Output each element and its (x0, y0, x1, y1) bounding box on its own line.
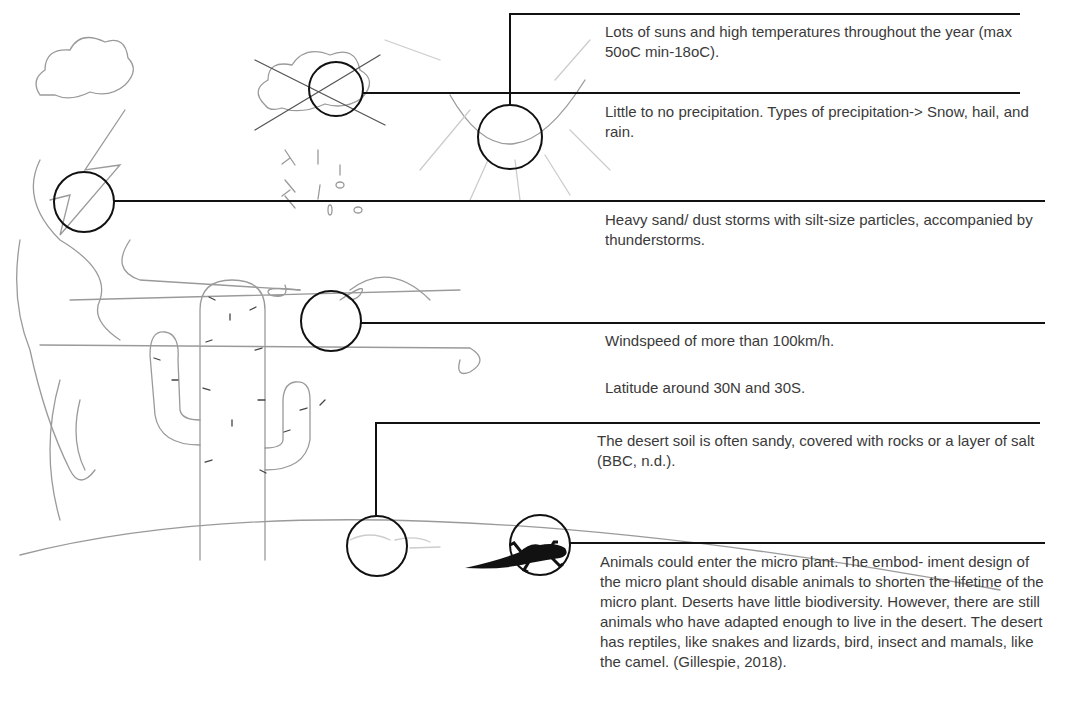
annotation-text: Latitude around 30N and 30S. (605, 378, 1045, 398)
rain-cloud-sketch (258, 52, 369, 111)
cactus-arm (265, 382, 310, 470)
sun-sketch (450, 80, 585, 144)
wind-sketch (40, 345, 480, 374)
cactus-spines (154, 297, 325, 473)
leader-line (363, 92, 1020, 94)
leader-line (361, 322, 1045, 324)
annotation-text: Windspeed of more than 100km/h. (605, 331, 1045, 351)
wind-sketch (122, 240, 300, 290)
wind-sketch (33, 160, 120, 340)
leader-line (114, 200, 1045, 202)
callout-circle (347, 516, 407, 576)
rain-marks (282, 150, 340, 208)
soil-sketch (350, 535, 440, 548)
callout-circle (478, 105, 542, 169)
callout-circle (54, 172, 114, 232)
wind-sketch (340, 277, 430, 300)
leader-line (570, 542, 1045, 544)
annotation-text: The desert soil is often sandy, covered … (597, 431, 1042, 471)
wind-sketch (17, 240, 95, 480)
cactus-arm (150, 332, 200, 445)
cloud-sketch (36, 38, 133, 98)
callout-circle (309, 62, 363, 116)
hail-mark (328, 205, 332, 215)
callout-circle (510, 515, 570, 575)
wind-sketch (50, 380, 85, 520)
lizard-silhouette (465, 542, 567, 572)
hail-mark (354, 207, 362, 213)
hail-mark (336, 182, 344, 188)
annotation-text: Animals could enter the micro plant. The… (600, 552, 1045, 672)
callout-circle (301, 291, 361, 351)
annotation-text: Lots of suns and high temperatures throu… (605, 22, 1045, 62)
annotation-text: Heavy sand/ dust storms with silt-size p… (605, 210, 1045, 250)
sun-rays (385, 40, 610, 200)
wind-sketch (70, 285, 460, 300)
annotation-text: Little to no precipitation. Types of pre… (605, 102, 1045, 142)
lightning-sketch (50, 110, 125, 235)
